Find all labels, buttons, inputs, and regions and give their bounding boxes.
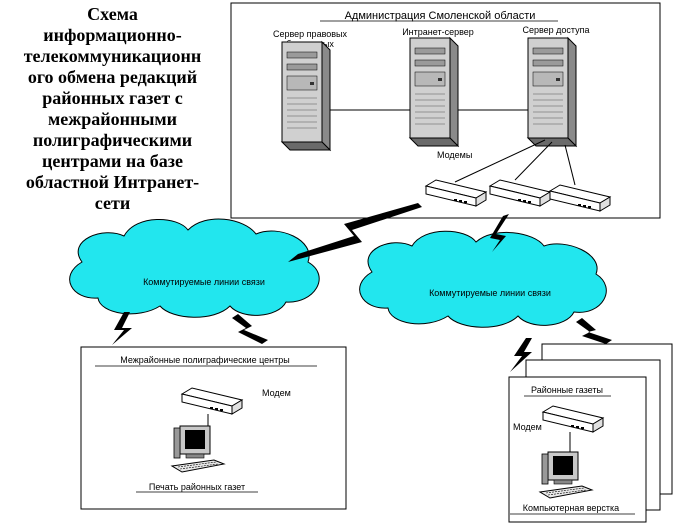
newspapers-modem-label: Модем: [513, 422, 542, 432]
title-line: телекоммуникационн: [23, 46, 202, 66]
title-line: полиграфическими: [32, 130, 193, 150]
title-line: областной Интранет-: [25, 172, 200, 192]
server-icon: [281, 41, 331, 151]
lightning-icon: [510, 338, 532, 372]
lightning-icon: [232, 314, 268, 344]
title-line: межрайонными: [47, 109, 178, 129]
lightning-icon: [288, 203, 422, 262]
title-line: центрами на базе: [41, 151, 184, 171]
cloud-left-label: Коммутируемые линии связи: [143, 277, 265, 287]
title-line: информационно-: [43, 25, 182, 45]
cloud-icon: [359, 230, 607, 328]
server-icon: [527, 37, 577, 147]
title-line: районных газет с: [42, 88, 183, 108]
title-line: ого обмена редакций: [27, 67, 198, 87]
mpc-modem-label: Модем: [262, 388, 291, 398]
lightning-icon: [112, 312, 132, 345]
mpc-title: Межрайонные полиграфические центры: [120, 355, 289, 365]
lightning-icon: [576, 318, 612, 344]
server-intranet-label: Интранет-сервер: [402, 27, 474, 37]
server-legal-label: Сервер правовых: [273, 29, 348, 39]
title-line: Схема: [87, 4, 138, 24]
cloud-right-label: Коммутируемые линии связи: [429, 288, 551, 298]
server-access-label: Сервер доступа: [522, 25, 589, 35]
diagram-title: Схема информационно- телекоммуникационн …: [0, 4, 225, 214]
admin-title: Администрация Смоленской области: [345, 10, 536, 22]
cloud-icon: [69, 218, 320, 318]
newspapers-box: [508, 376, 647, 523]
newspapers-caption: Компьютерная верстка: [523, 503, 619, 513]
newspapers-title: Районные газеты: [531, 385, 603, 395]
mpc-caption: Печать районных газет: [149, 482, 245, 492]
mpc-box: [80, 346, 347, 510]
modems-label: Модемы: [437, 150, 472, 160]
title-line: сети: [94, 193, 131, 213]
lightning-icon: [490, 214, 509, 252]
server-icon: [409, 37, 459, 147]
